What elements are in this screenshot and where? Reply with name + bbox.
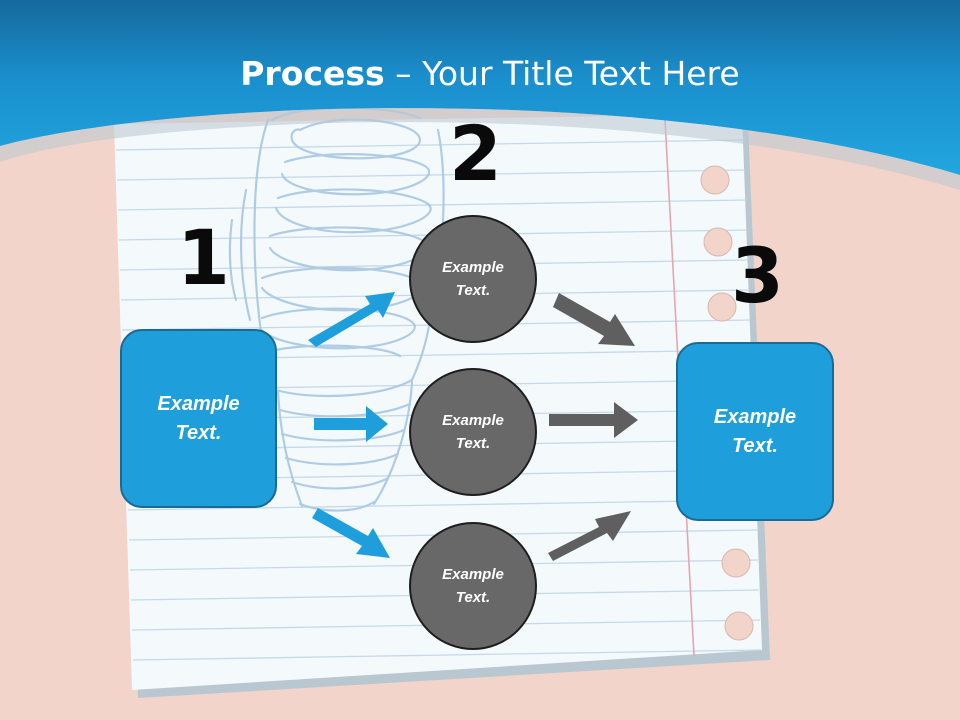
step-number-3: 3 [731, 231, 784, 320]
left-step-line2: Text. [175, 421, 222, 444]
left-step-label: Example Text. [157, 390, 239, 448]
circle-label: Example Text. [442, 409, 504, 455]
process-circle-bottom[interactable]: Example Text. [409, 522, 537, 650]
slide-title: Process – Your Title Text Here [0, 52, 960, 96]
right-step-label: Example Text. [714, 403, 796, 461]
arrow-icon [308, 292, 395, 558]
process-circle-middle[interactable]: Example Text. [409, 368, 537, 496]
step-number-2: 2 [449, 109, 502, 198]
circle-middle-line2: Text. [455, 435, 491, 452]
title-rest: Your Title Text Here [422, 54, 740, 93]
title-bold: Process [240, 54, 385, 93]
step-number-1: 1 [177, 213, 230, 302]
circle-label: Example Text. [442, 256, 504, 302]
left-step-line1: Example [157, 392, 240, 415]
circle-label: Example Text. [442, 563, 504, 609]
left-step-box[interactable]: Example Text. [120, 329, 277, 508]
circle-top-line2: Text. [455, 282, 491, 299]
right-step-line1: Example [713, 405, 797, 428]
circle-top-line1: Example [442, 259, 504, 276]
circle-middle-line1: Example [442, 412, 504, 429]
circle-bottom-line1: Example [442, 566, 504, 583]
process-circle-top[interactable]: Example Text. [409, 215, 537, 343]
circle-bottom-line2: Text. [455, 589, 491, 606]
title-separator: – [384, 54, 423, 93]
right-step-box[interactable]: Example Text. [676, 342, 834, 521]
right-step-line2: Text. [732, 434, 778, 457]
